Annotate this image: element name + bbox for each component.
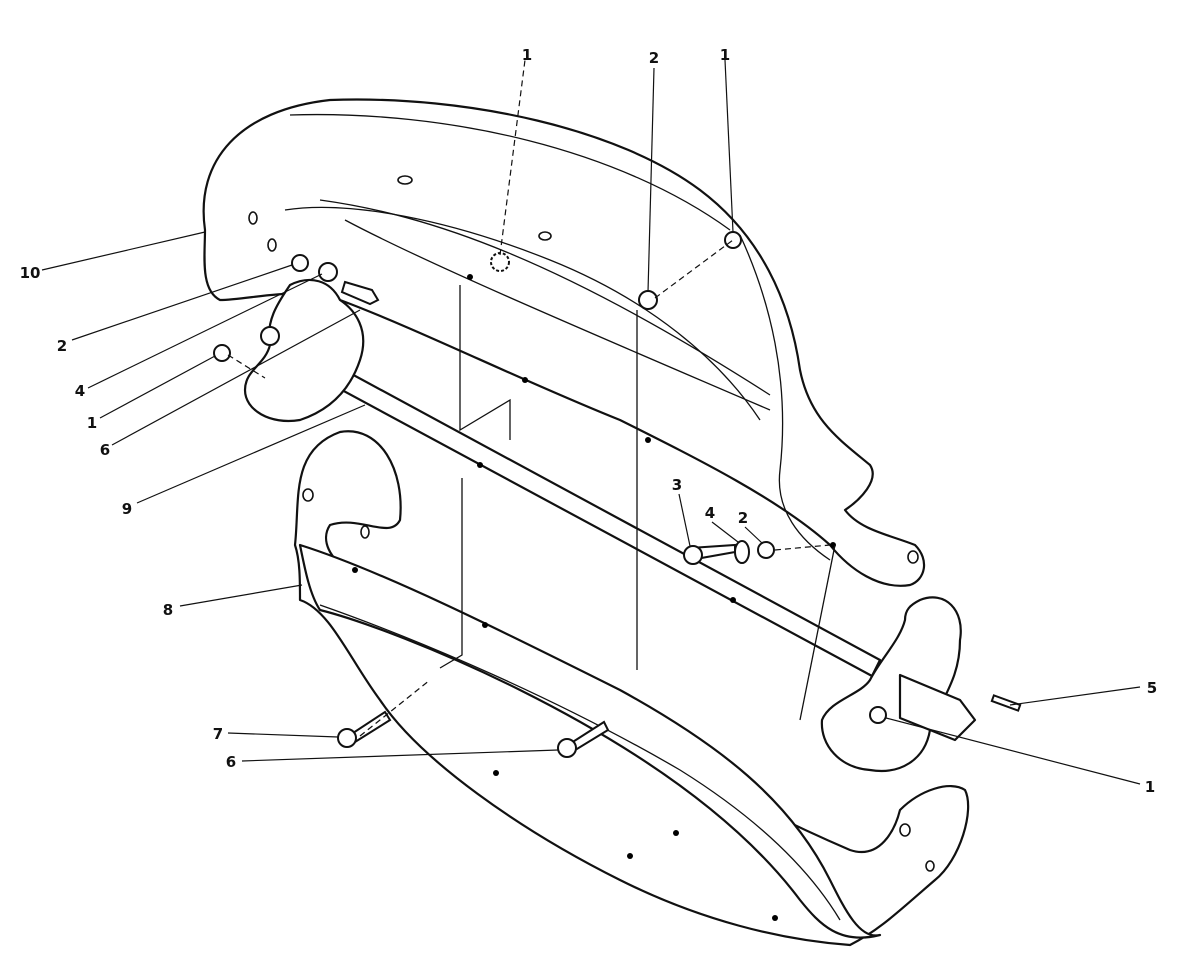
callout-9: 9 — [122, 500, 132, 518]
callout-1-top-left: 1 — [522, 46, 532, 64]
key — [990, 694, 1022, 712]
callout-4-right: 4 — [705, 504, 715, 522]
right-bracket — [820, 596, 962, 773]
upper-housing-inner-edge — [284, 206, 761, 421]
callout-1-left: 1 — [87, 414, 97, 432]
housing-top-edge — [289, 113, 731, 231]
callout-2-right: 2 — [738, 509, 748, 527]
alignment-lines — [227, 59, 836, 737]
lower-blade-crease — [319, 604, 841, 921]
lower-blade — [298, 543, 882, 939]
callout-1-top-right: 1 — [720, 46, 730, 64]
right-shaft-end — [898, 673, 977, 742]
lower-housing — [293, 430, 970, 947]
upper-housing — [202, 98, 926, 587]
callout-2-top: 2 — [649, 49, 659, 67]
upper-housing-crease-2 — [319, 199, 771, 396]
upper-housing-crease — [344, 219, 771, 411]
callout-7: 7 — [213, 725, 223, 743]
callout-4-left: 4 — [75, 382, 85, 400]
housing-side-edge — [739, 234, 831, 561]
callout-1-right: 1 — [1145, 778, 1155, 796]
callout-8: 8 — [163, 601, 173, 619]
callout-6-left: 6 — [100, 441, 110, 459]
mounting-holes — [248, 175, 935, 921]
hardware — [213, 231, 887, 758]
callout-10: 10 — [20, 264, 41, 282]
leader-lines — [41, 59, 1141, 785]
callout-3: 3 — [672, 476, 682, 494]
callout-6-bottom: 6 — [226, 753, 236, 771]
callout-5: 5 — [1147, 679, 1157, 697]
callout-2-left: 2 — [57, 337, 67, 355]
